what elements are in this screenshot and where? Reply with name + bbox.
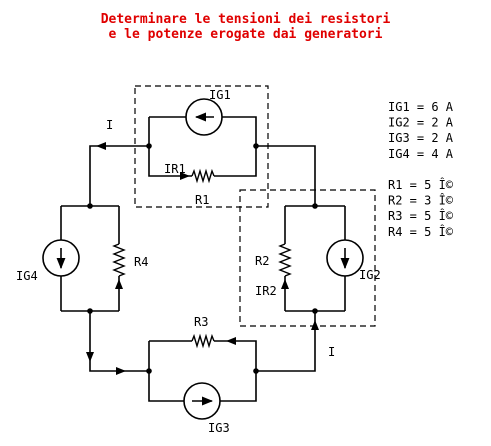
label-r1: R1 [195, 193, 209, 207]
label-i-right: I [328, 345, 335, 359]
value-line: R3 = 5 Î© [388, 208, 454, 223]
label-ig4: IG4 [16, 269, 38, 283]
wires [60, 116, 346, 402]
label-r3: R3 [194, 315, 208, 329]
resistor-r3 [191, 333, 215, 349]
resistor-r4 [112, 243, 126, 277]
value-line: IG1 = 6 A [388, 100, 454, 114]
title-line-1: Determinare le tensioni dei resistori [100, 12, 391, 27]
value-line: R4 = 5 Î© [388, 224, 454, 239]
junction-dots [87, 143, 318, 374]
label-ir1: IR1 [164, 162, 186, 176]
value-line: R2 = 3 Î© [388, 193, 454, 208]
value-line: R1 = 5 Î© [388, 177, 454, 192]
dashed-box-top [134, 85, 269, 208]
label-r2: R2 [255, 254, 269, 268]
resistor-r2 [278, 243, 292, 277]
label-r4: R4 [134, 255, 148, 269]
title-line-2: e le potenze erogate dai generatori [108, 27, 383, 42]
label-i-left: I [106, 118, 113, 132]
value-line: IG2 = 2 A [388, 116, 454, 130]
label-ig3: IG3 [208, 421, 230, 435]
dashed-box-right [239, 189, 376, 327]
label-ig1: IG1 [209, 88, 231, 102]
label-ir2: IR2 [255, 284, 277, 298]
generator-ig2-icon [326, 239, 364, 277]
generator-ig4-icon [42, 239, 80, 277]
label-ig2: IG2 [359, 268, 381, 282]
generator-ig3-icon [183, 382, 221, 420]
current-arrows [86, 142, 319, 375]
generator-ig1-icon [185, 98, 223, 136]
resistor-r1 [191, 168, 215, 184]
value-line: IG3 = 2 A [388, 131, 454, 145]
value-line: IG4 = 4 A [388, 147, 454, 161]
